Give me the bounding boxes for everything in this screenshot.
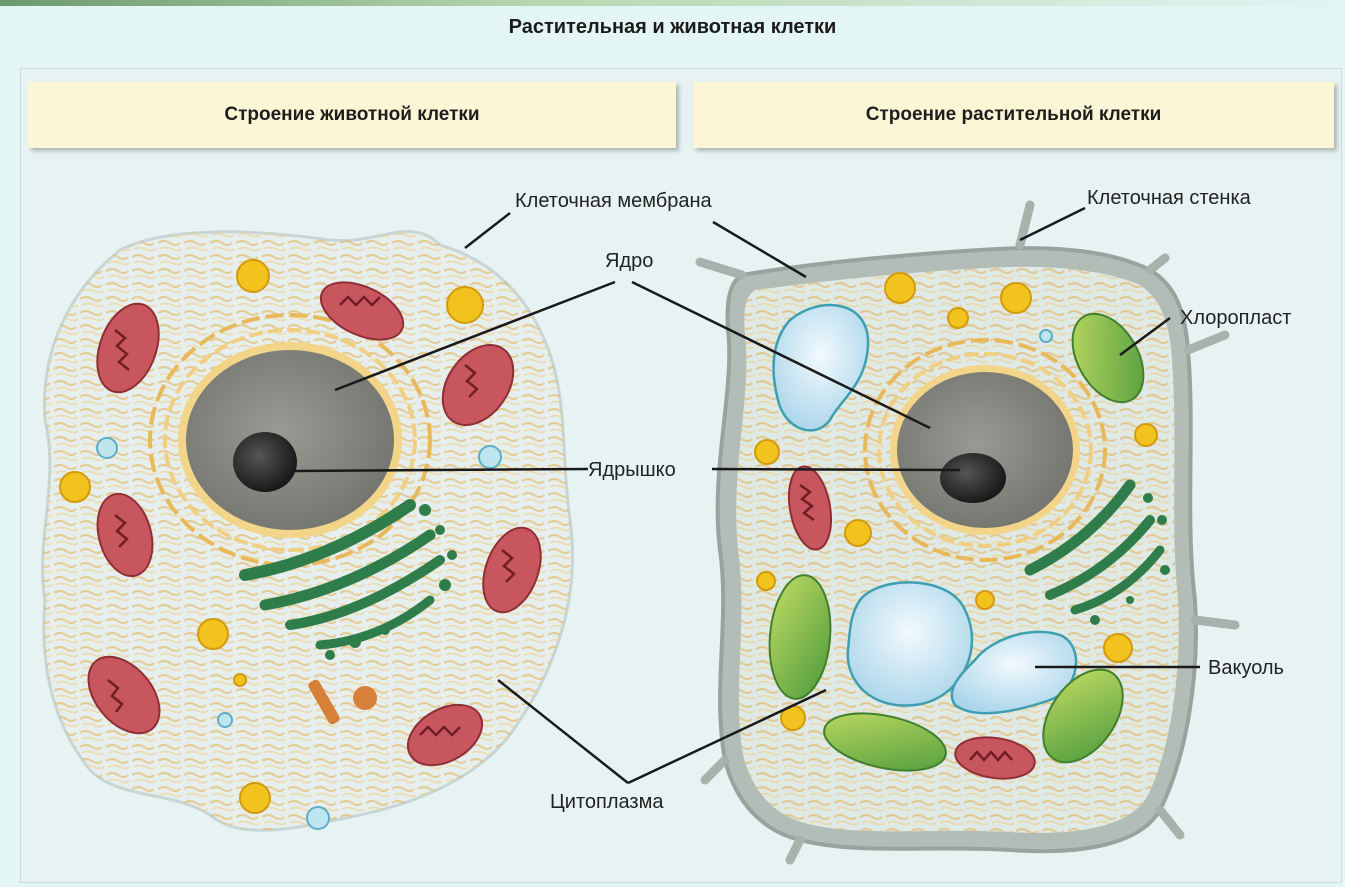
- plant-vesicle: [1040, 330, 1052, 342]
- cytoplasm-line-animal: [498, 680, 628, 783]
- label-vacuole: Вакуоль: [1208, 657, 1284, 679]
- label-cell-membrane: Клеточная мембрана: [515, 190, 713, 212]
- animal-cell: [43, 231, 573, 830]
- animal-nucleolus: [233, 432, 297, 492]
- nucleolus-line-plant: [712, 469, 960, 470]
- plant-nucleus: [897, 372, 1073, 528]
- label-nucleus: Ядро: [605, 250, 653, 272]
- animal-centriole-cross: [353, 686, 377, 710]
- animal-nucleus: [186, 350, 394, 530]
- plant-cell: [700, 205, 1235, 860]
- membrane-line-animal: [465, 213, 510, 248]
- label-chloroplast: Хлоропласт: [1180, 307, 1291, 329]
- label-cell-wall: Клеточная стенка: [1087, 187, 1252, 209]
- plant-nucleolus: [940, 453, 1006, 503]
- label-cytoplasm: Цитоплазма: [550, 791, 664, 813]
- label-nucleolus: Ядрышко: [588, 459, 676, 481]
